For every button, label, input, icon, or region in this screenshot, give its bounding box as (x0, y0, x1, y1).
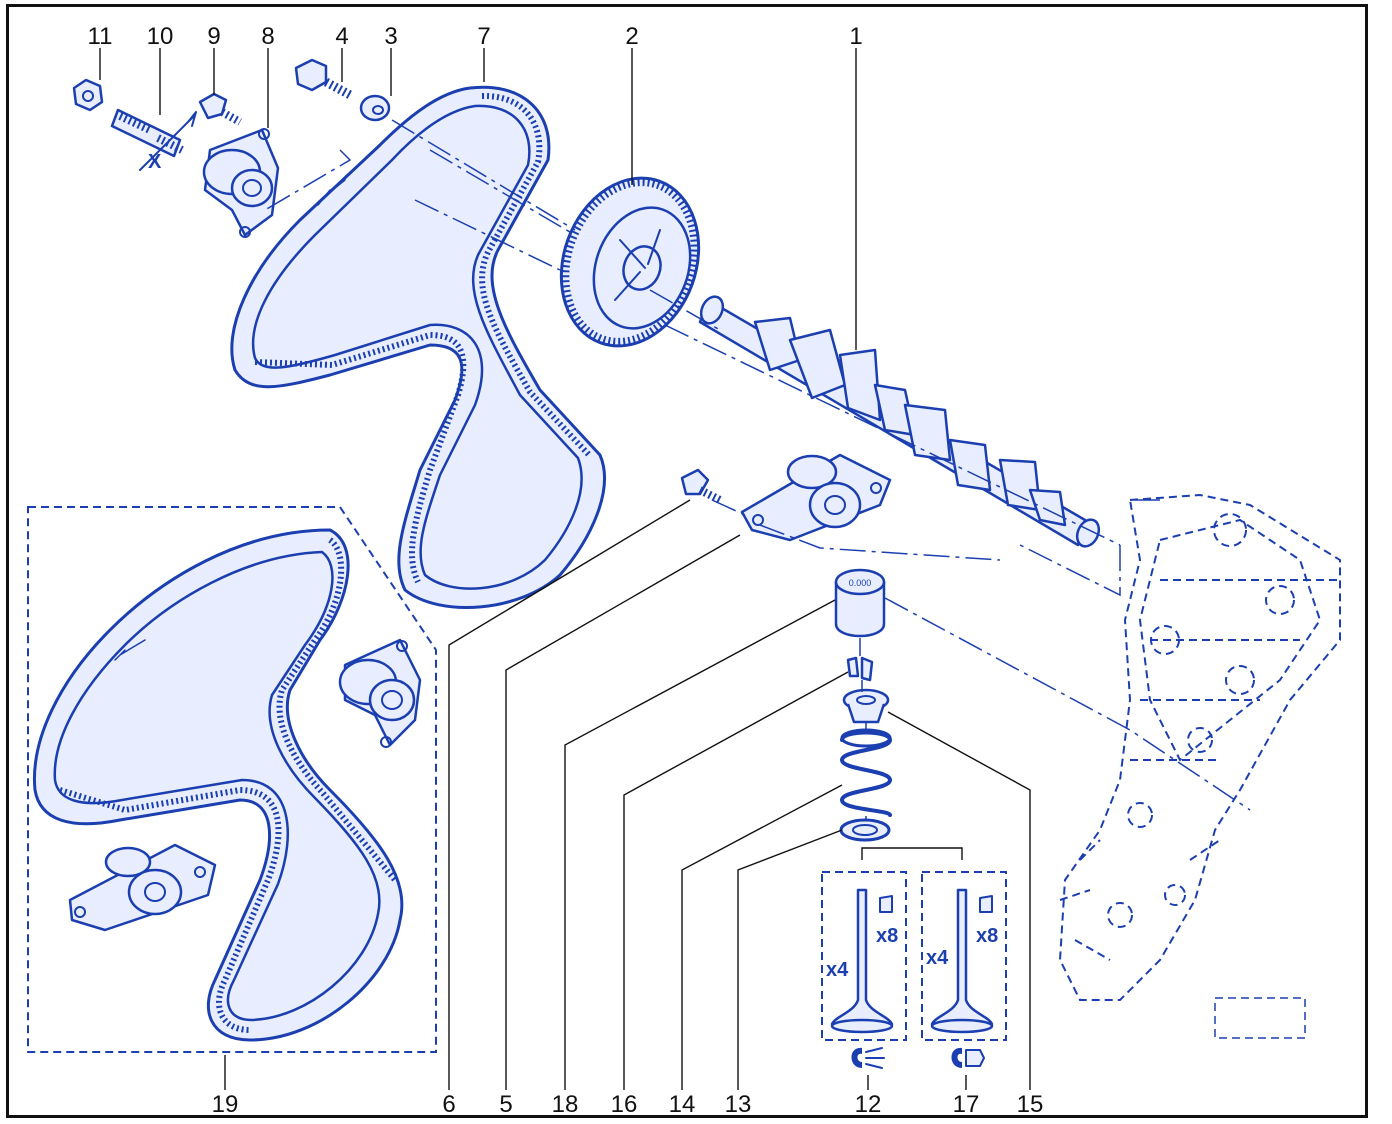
callout-6: 6 (442, 1091, 455, 1118)
exhaust-valve-symbol (851, 1047, 885, 1069)
callout-18: 18 (552, 1091, 579, 1118)
intake-valve-symbol (951, 1047, 985, 1068)
collet-qty-b: x8 (976, 925, 998, 947)
tappet: 0.000 (834, 568, 886, 638)
kit-timing-belt (32, 528, 404, 1042)
callout-17: 17 (953, 1091, 980, 1118)
callout-7: 7 (477, 23, 490, 50)
tensioner-roller-upper (202, 128, 280, 238)
valve-spring (840, 728, 892, 817)
collet-qty-a: x8 (876, 925, 898, 947)
callout-8: 8 (261, 23, 274, 50)
camshaft-sprocket (559, 176, 701, 348)
bolt-9 (198, 92, 242, 126)
valve-collets (846, 656, 874, 682)
callout-12: 12 (855, 1091, 882, 1118)
spring-seat-washer (839, 818, 891, 842)
washer-3 (359, 94, 391, 122)
callout-15: 15 (1017, 1091, 1044, 1118)
callout-13: 13 (725, 1091, 752, 1118)
camshaft (698, 295, 1101, 548)
dimension-mark-x: X (148, 151, 162, 173)
valve-bracket-line (861, 847, 963, 860)
callout-1: 1 (849, 23, 862, 50)
callout-19: 19 (212, 1091, 239, 1118)
valve-qty-b: x4 (926, 947, 949, 969)
cylinder-head-outline (1058, 493, 1341, 1039)
kit-tensioner-roller (338, 638, 422, 748)
callout-3: 3 (384, 23, 397, 50)
callout-4: 4 (335, 23, 348, 50)
valve-group-b: x8 x4 (921, 871, 1007, 1041)
valve-group-a: x8 x4 (821, 871, 907, 1041)
callout-5: 5 (499, 1091, 512, 1118)
nut-11 (72, 78, 104, 112)
kit-idler-bracket (68, 843, 217, 932)
bolt-6 (680, 468, 722, 504)
callout-16: 16 (611, 1091, 638, 1118)
callout-11: 11 (88, 23, 113, 50)
valve-qty-a: x4 (826, 959, 849, 981)
callout-10: 10 (147, 23, 174, 50)
callout-9: 9 (207, 23, 220, 50)
tappet-mark: 0.000 (849, 578, 872, 588)
callout-2: 2 (625, 23, 638, 50)
callout-numbers: 11 10 9 8 4 3 7 2 1 19 6 5 18 16 14 13 1… (88, 23, 1044, 1118)
tensioner-bracket-5 (740, 453, 892, 542)
assembly-axis-lines (264, 119, 1251, 820)
bolt-4 (294, 58, 355, 100)
stud-10 (110, 108, 197, 171)
callout-14: 14 (669, 1091, 696, 1118)
callout-leaders (99, 48, 1031, 1090)
timing-belt-main (230, 85, 606, 610)
spring-retainer (842, 688, 890, 724)
kit-box-outline (27, 506, 437, 1053)
